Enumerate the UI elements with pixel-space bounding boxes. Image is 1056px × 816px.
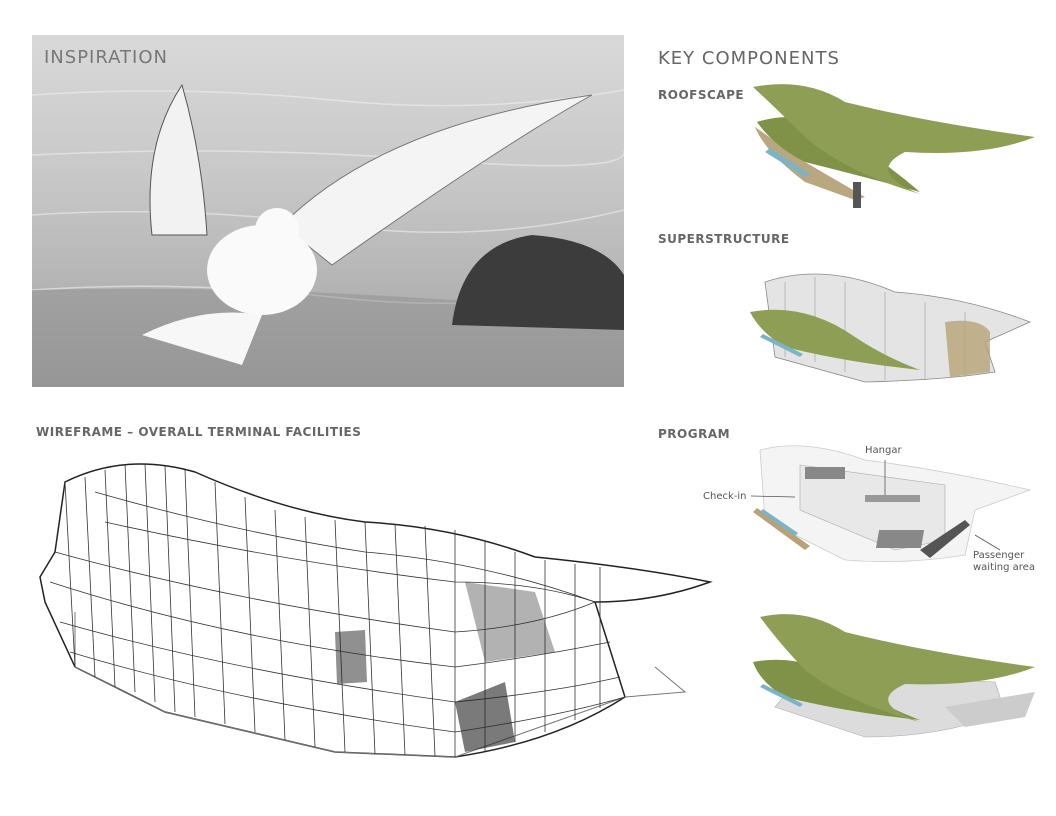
hangar-annotation: Hangar — [865, 445, 902, 456]
check-in-annotation: Check-in — [703, 491, 747, 502]
superstructure-label: SUPERSTRUCTURE — [658, 232, 790, 246]
program-render — [750, 445, 1032, 563]
inspiration-title: INSPIRATION — [44, 47, 168, 68]
passenger-annotation: Passenger — [973, 550, 1025, 561]
waiting-area-annotation: waiting area — [973, 562, 1035, 573]
program-label: PROGRAM — [658, 427, 731, 441]
superstructure-render — [750, 273, 1032, 383]
inspiration-photo: INSPIRATION — [32, 35, 624, 387]
wireframe-lines — [49, 463, 626, 757]
roofscape-render — [753, 84, 1035, 208]
wireframe-title: WIREFRAME – OVERALL TERMINAL FACILITIES — [36, 425, 362, 439]
key-components-title: KEY COMPONENTS — [658, 48, 840, 69]
combined-render — [753, 614, 1035, 738]
roofscape-label: ROOFSCAPE — [658, 88, 745, 102]
seagull-image — [32, 83, 624, 387]
wireframe-drawing — [39, 463, 713, 758]
